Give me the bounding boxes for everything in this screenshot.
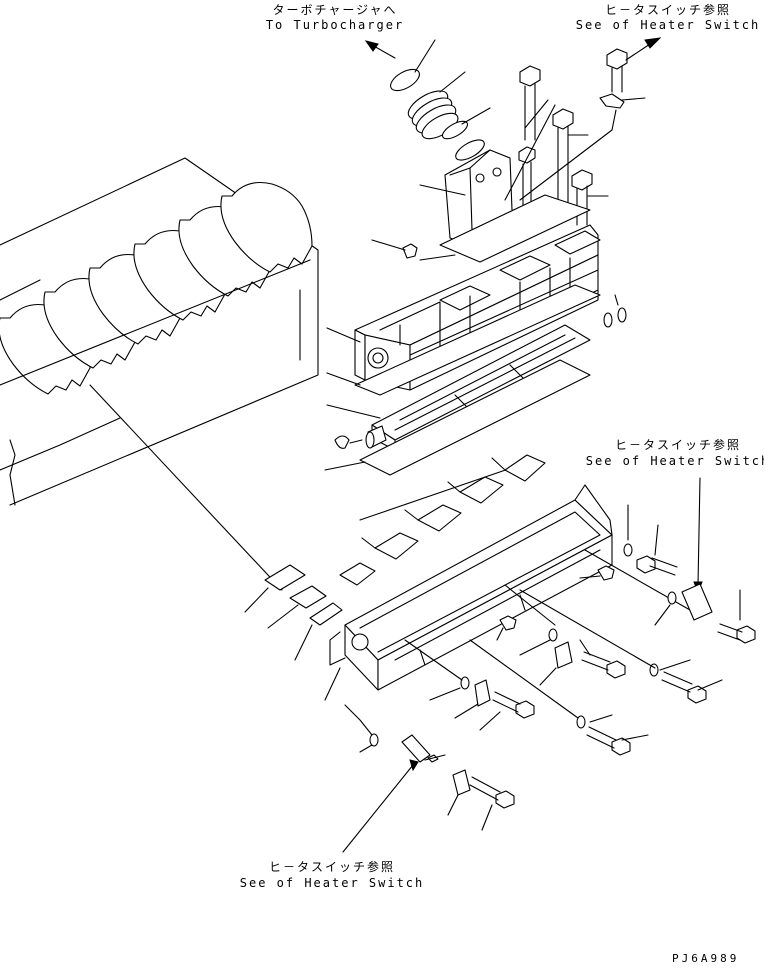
port-covers bbox=[244, 454, 546, 661]
heater-switch-label-top-en: See of Heater Switch bbox=[575, 18, 761, 32]
lower-manifold-housing bbox=[324, 484, 613, 701]
aftercooler-core bbox=[324, 284, 601, 476]
heater-switch-label-bottom-jp: ヒ－タスイッチ参照 bbox=[268, 860, 396, 874]
heater-switch-label-right-en: See of Heater Switch bbox=[585, 454, 764, 468]
turbo-label-jp: ターボチャージャへ bbox=[272, 3, 398, 17]
top-bolts bbox=[504, 37, 662, 226]
heater-switch-label-right-jp: ヒ－タスイッチ参照 bbox=[614, 438, 742, 452]
heater-switch-label-top-jp: ヒ－タスイッチ参照 bbox=[604, 3, 732, 17]
engine-block bbox=[0, 157, 319, 506]
heater-switch-label-bottom-en: See of Heater Switch bbox=[239, 876, 425, 890]
turbo-label-en: To Turbocharger bbox=[265, 18, 405, 32]
clip-rings bbox=[603, 294, 627, 328]
drawing-code: PJ6A989 bbox=[672, 952, 740, 965]
lower-hardware bbox=[342, 477, 756, 853]
